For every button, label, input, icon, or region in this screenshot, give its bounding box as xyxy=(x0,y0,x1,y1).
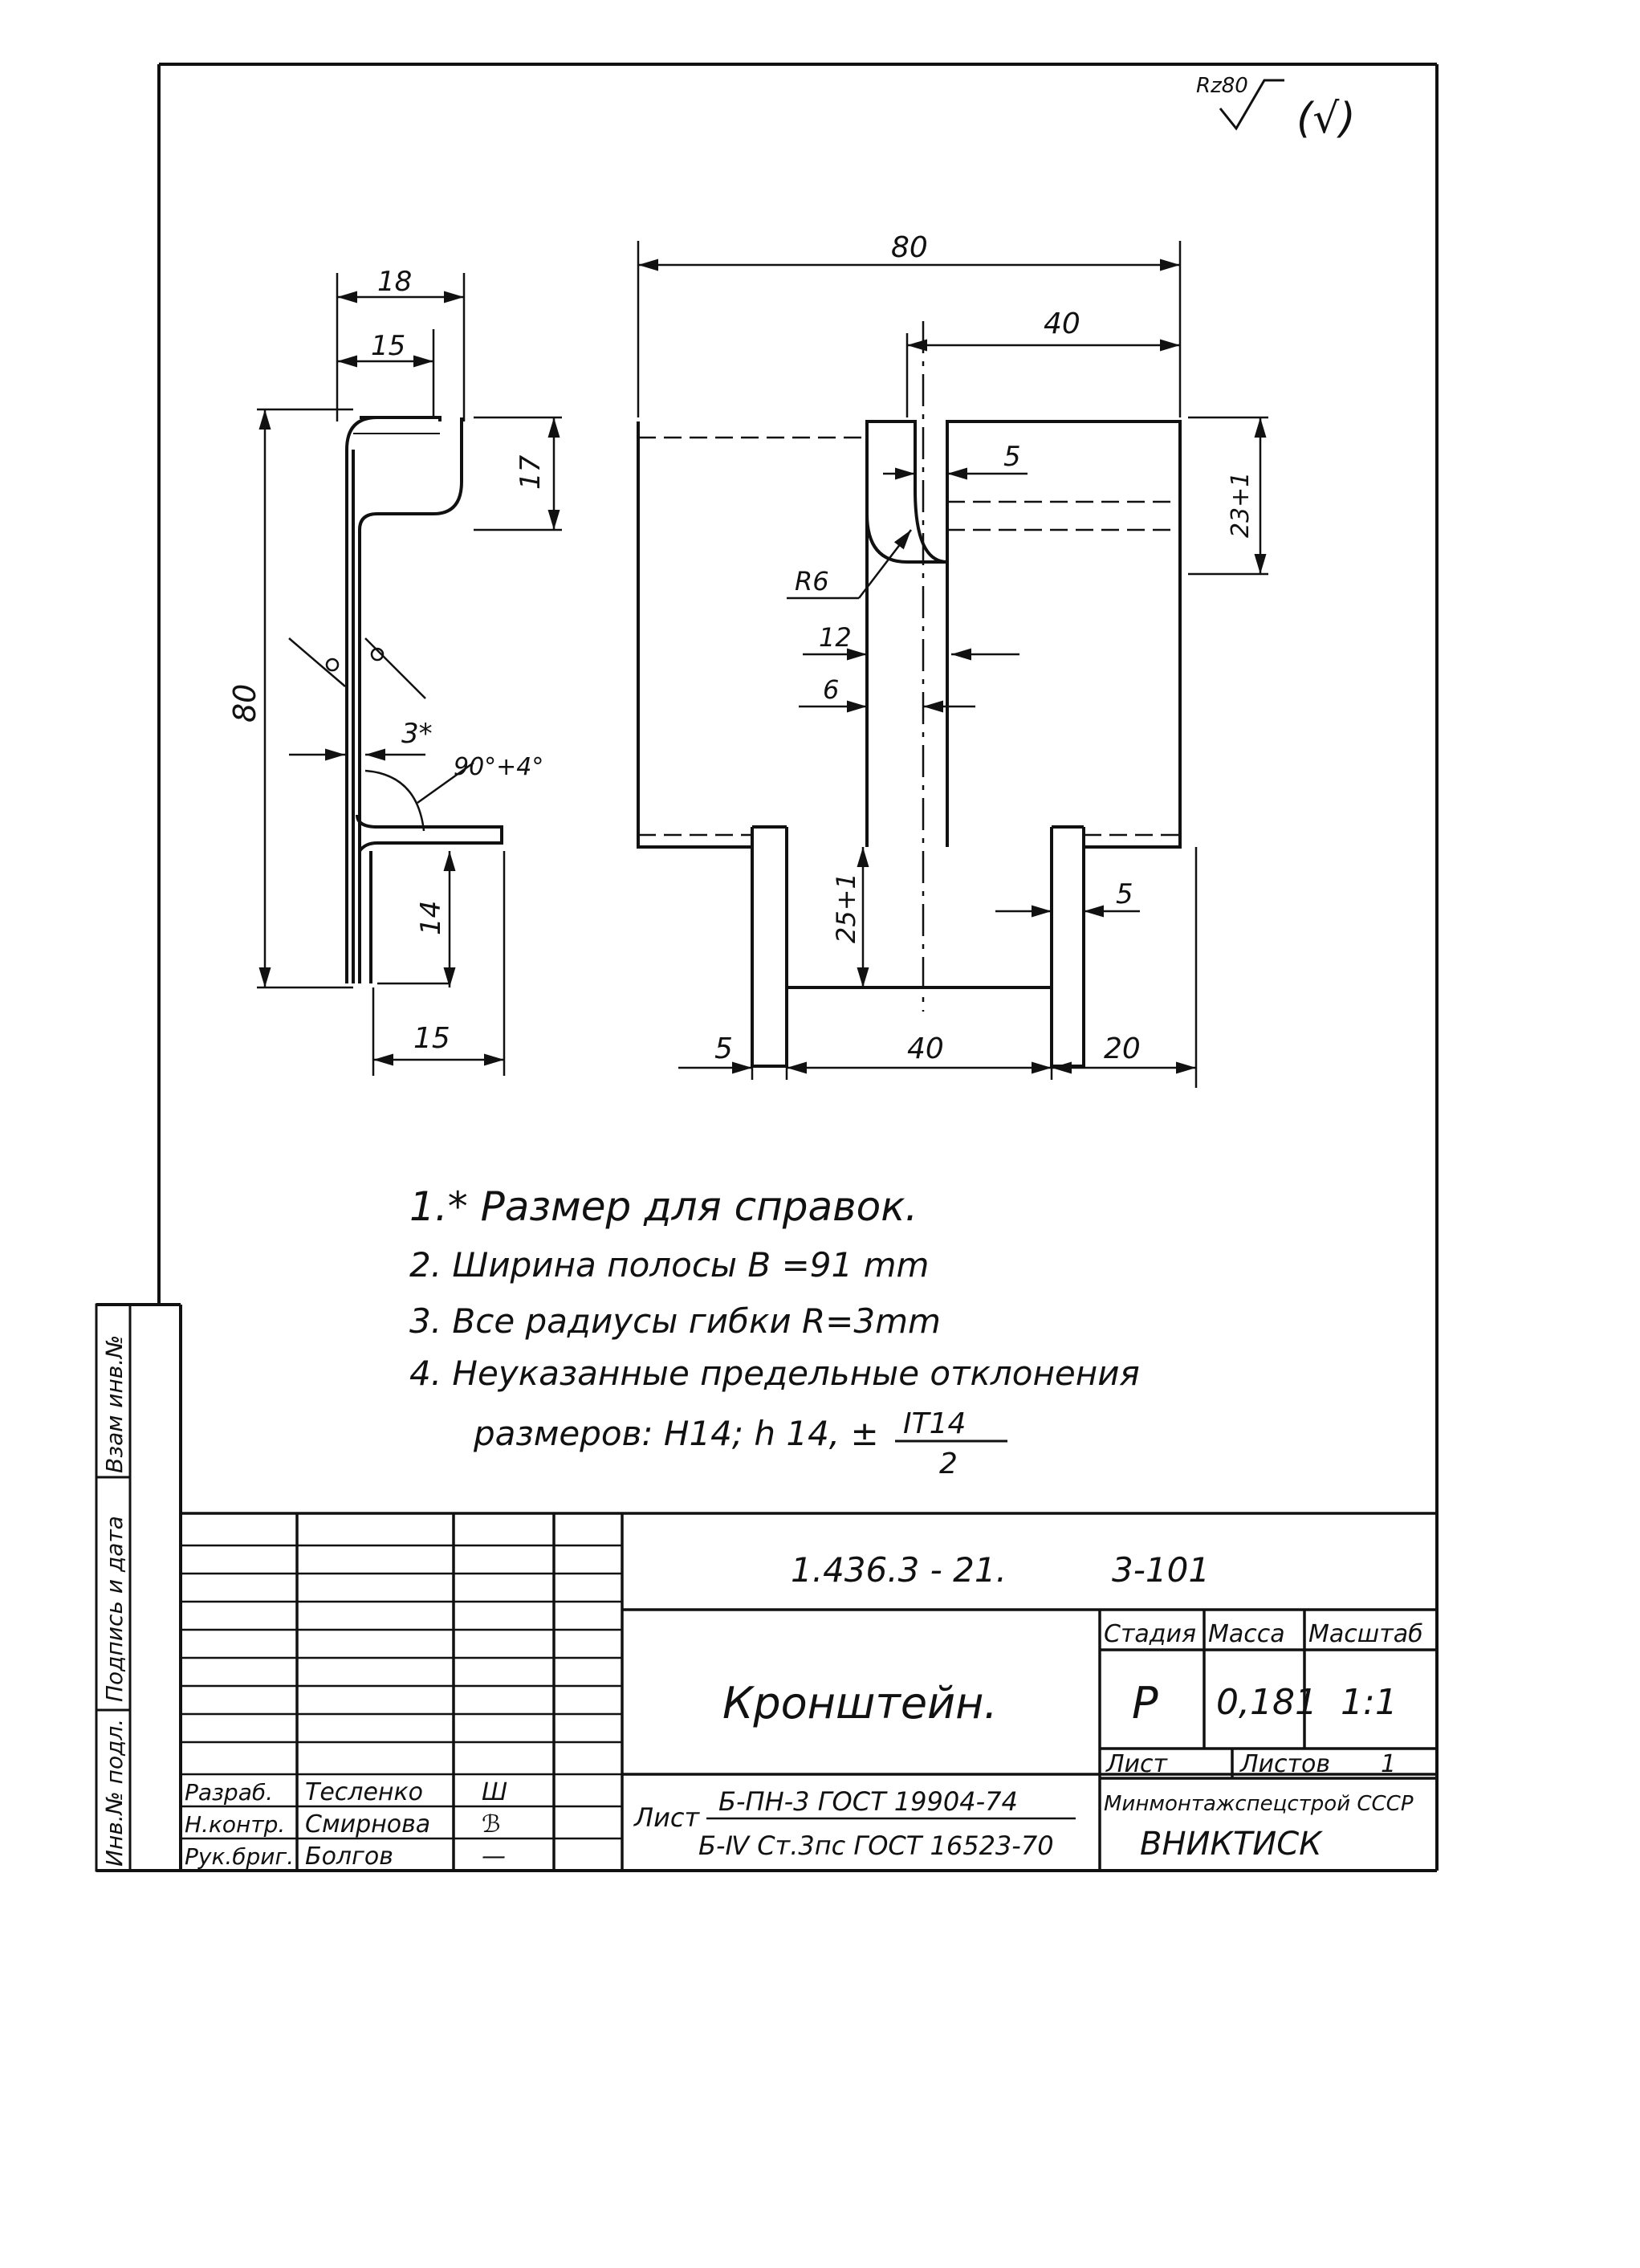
sheet-code: 3-101 xyxy=(1112,1550,1210,1590)
title-block-rows xyxy=(181,1544,622,1840)
dim-20: 20 xyxy=(1104,1032,1141,1065)
doc-code: 1.436.3 - 21. xyxy=(791,1550,1007,1590)
note-4-line2: размеров: H14; h 14, ± xyxy=(473,1414,879,1453)
svg-text:Rz80: Rz80 xyxy=(1196,74,1248,98)
dim-angle: 90°+4° xyxy=(454,753,543,781)
dim-r6: R6 xyxy=(795,566,829,597)
name-3: Болгов xyxy=(305,1842,393,1871)
sign-3: — xyxy=(482,1842,506,1871)
dim-40-top: 40 xyxy=(1044,307,1080,340)
sheets-count: 1 xyxy=(1381,1750,1396,1778)
dim-18: 18 xyxy=(377,266,412,298)
front-view-outline xyxy=(637,420,1182,1068)
svg-text:Подпись и дата: Подпись и дата xyxy=(101,1516,128,1702)
dim-14: 14 xyxy=(415,901,447,935)
organization: ВНИКТИСК xyxy=(1140,1826,1323,1863)
dim-23: 23+1 xyxy=(1227,472,1255,538)
title-block-texts: 1.436.3 - 21. 3-101 Кронштейн. Стадия Ма… xyxy=(185,1550,1423,1871)
hdr-mass: Масса xyxy=(1208,1620,1285,1648)
name-1: Тесленко xyxy=(305,1778,423,1806)
svg-text:Взам инв.№: Взам инв.№ xyxy=(101,1335,128,1473)
note-4-frac-bottom: 2 xyxy=(939,1448,958,1480)
dim-25: 25+1 xyxy=(831,873,861,943)
dim-80-side: 80 xyxy=(227,684,262,723)
material-line2: Б-Ⅳ Ст.3пс ГОСТ 16523-70 xyxy=(698,1830,1054,1861)
hdr-scale: Масштаб xyxy=(1308,1620,1423,1648)
hdr-stage: Стадия xyxy=(1104,1620,1196,1648)
side-view-profile xyxy=(345,416,503,983)
svg-text:Инв.№ подл.: Инв.№ подл. xyxy=(101,1719,128,1867)
dim-12: 12 xyxy=(819,622,852,653)
material-prefix: Лист xyxy=(633,1802,700,1833)
front-view-dim-labels: 80 40 5 23+1 R6 12 6 25+1 5 5 40 20 xyxy=(714,231,1255,1065)
notes-block: 1.* Размер для справок. 2. Ширина полосы… xyxy=(409,1183,1140,1480)
sign-1: Ш xyxy=(482,1778,507,1806)
sheet-label: Лист xyxy=(1105,1750,1169,1778)
left-stamp xyxy=(95,1303,132,1872)
front-view-bend-lines xyxy=(638,321,1180,1012)
material-line1: Б-ПН-3 ГОСТ 19904-74 xyxy=(718,1786,1018,1817)
dim-15-bottom: 15 xyxy=(413,1022,450,1055)
left-stamp-labels: Взам инв.№ Подпись и дата Инв.№ подл. xyxy=(101,1335,128,1867)
scale-value: 1:1 xyxy=(1341,1682,1398,1723)
dim-80-front: 80 xyxy=(891,231,928,264)
dim-15-top: 15 xyxy=(371,330,405,362)
stage-value: Р xyxy=(1132,1678,1158,1728)
ministry: Минмонтажспецстрой СССР xyxy=(1104,1792,1414,1816)
dim-3-ref: 3* xyxy=(401,718,433,750)
note-3: 3. Все радиусы гибки R=3mm xyxy=(409,1301,941,1341)
roughness-symbol: Rz80 (√) xyxy=(1196,74,1356,143)
dim-17: 17 xyxy=(515,454,547,490)
role-3: Рук.бриг. xyxy=(185,1843,294,1870)
svg-text:(√): (√) xyxy=(1296,95,1356,143)
name-2: Смирнова xyxy=(305,1810,430,1838)
part-name: Кронштейн. xyxy=(722,1678,998,1728)
front-view-dimensions xyxy=(637,241,1268,1088)
dim-6: 6 xyxy=(823,674,839,705)
side-view-dimensions xyxy=(257,273,562,1076)
note-1: 1.* Размер для справок. xyxy=(409,1183,918,1230)
note-4-frac-top: IT14 xyxy=(903,1407,966,1440)
side-view-dim-labels: 18 15 17 80 3* 90°+4° 14 15 xyxy=(227,266,547,1055)
dim-40-bottom: 40 xyxy=(907,1032,944,1065)
dim-5-left: 5 xyxy=(714,1032,733,1065)
note-2: 2. Ширина полосы B =91 mm xyxy=(409,1245,929,1285)
mass-value: 0,181 xyxy=(1216,1682,1317,1723)
note-4-line1: 4. Неуказанные предельные отклонения xyxy=(409,1354,1140,1393)
sign-2: ℬ xyxy=(482,1810,501,1838)
dim-5-tab: 5 xyxy=(1116,878,1133,910)
role-1: Разраб. xyxy=(185,1779,273,1806)
dim-5-slot: 5 xyxy=(1003,441,1021,473)
sheets-label: Листов xyxy=(1239,1750,1330,1778)
role-2: Н.контр. xyxy=(185,1811,285,1838)
